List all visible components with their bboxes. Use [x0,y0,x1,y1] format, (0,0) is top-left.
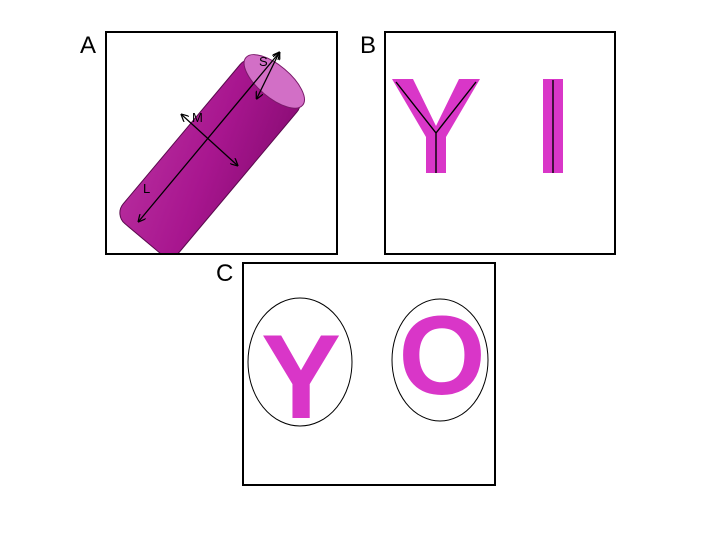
dimension-label-s: S [259,54,268,69]
panel-label-a: A [80,32,97,59]
letter-y: Y [261,310,341,444]
letter-i-shape [543,79,563,173]
dimension-label-m: M [192,110,203,125]
outline-ellipse-o [391,298,489,422]
panel-label-b: B [360,32,377,59]
letter-y-shape [392,79,480,173]
letter-y: Y [436,232,437,234]
dimension-label-l: L [143,181,150,196]
letters-diagram-c: Y O [247,293,489,444]
panel-b: Y I [384,31,616,255]
panel-c: Y O [242,262,496,486]
cylinder-diagram: S M L [119,33,305,253]
panel-a: S M L [105,31,338,255]
short-axis-arrow [257,53,279,98]
letter-o: O [398,293,485,418]
outline-ellipse-y [247,297,353,427]
middle-axis-arrow [182,115,237,165]
letter-i: I [553,232,554,234]
letters-diagram-b: Y I [392,79,563,234]
panel-label-c: C [216,260,234,287]
